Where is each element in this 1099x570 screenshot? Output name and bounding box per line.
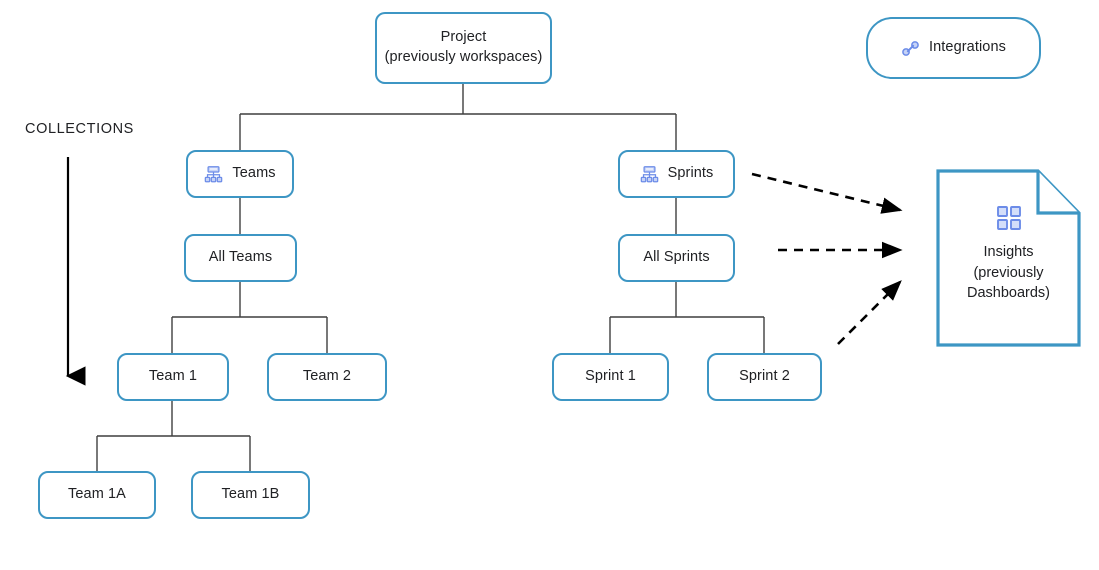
node-team-1a-label: Team 1A (68, 486, 126, 503)
edge-sprints-insights-dashed (751, 172, 903, 214)
node-sprint-2-label: Sprint 2 (739, 368, 790, 385)
node-insights-label: Insights (previously Dashboards) (966, 244, 1050, 302)
node-team-2-label: Team 2 (302, 368, 352, 385)
dashboard-grid-icon (996, 205, 1022, 231)
node-teams[interactable]: Teams (186, 150, 294, 198)
node-sprints[interactable]: Sprints (618, 150, 735, 198)
node-all-teams-label: All Teams (208, 249, 273, 266)
node-all-sprints-label: All Sprints (643, 249, 710, 266)
node-integrations-label: Integrations (929, 39, 1006, 56)
node-all-sprints[interactable]: All Sprints (618, 234, 735, 282)
node-team-1a[interactable]: Team 1A (38, 471, 156, 519)
node-integrations[interactable]: Integrations (866, 17, 1041, 79)
node-sprint-1[interactable]: Sprint 1 (552, 353, 669, 401)
node-team-1b[interactable]: Team 1B (191, 471, 310, 519)
node-all-teams[interactable]: All Teams (184, 234, 297, 282)
node-team-1[interactable]: Team 1 (117, 353, 229, 401)
node-sprint-1-label: Sprint 1 (585, 368, 636, 385)
link-chain-icon (901, 39, 920, 58)
document-folded-corner-shape (936, 169, 1081, 347)
node-insights[interactable]: Insights (previously Dashboards) (936, 169, 1081, 347)
node-team-1-label: Team 1 (148, 368, 198, 385)
node-sprints-label: Sprints (667, 165, 714, 182)
node-team-1b-label: Team 1B (221, 486, 280, 503)
node-team-2[interactable]: Team 2 (267, 353, 387, 401)
node-project[interactable]: Project (previously workspaces) (375, 12, 552, 84)
collections-label: COLLECTIONS (25, 121, 134, 137)
org-chart-icon (640, 165, 659, 184)
org-chart-icon (204, 165, 223, 184)
node-teams-label: Teams (232, 165, 276, 182)
node-project-label: Project (previously workspaces) (384, 29, 543, 65)
edge-sprint2-insights-dashed (837, 280, 902, 345)
node-sprint-2[interactable]: Sprint 2 (707, 353, 822, 401)
